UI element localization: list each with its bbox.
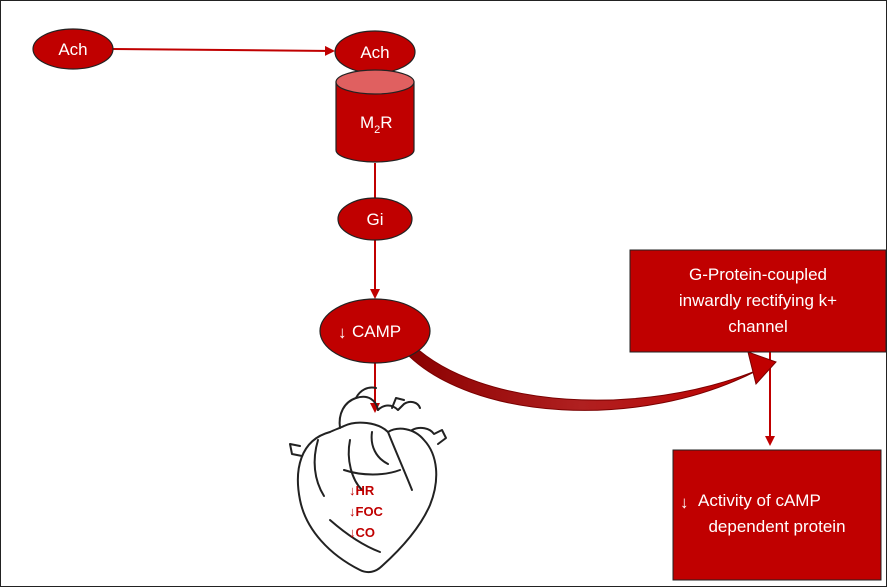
curved-arrow-head — [747, 351, 777, 386]
activity-label-line1: Activity of cAMP — [698, 491, 821, 510]
girk-label-line3: channel — [728, 317, 788, 336]
receptor-label: M2R — [360, 113, 393, 136]
camp-down-arrow: ↓ — [338, 323, 347, 342]
activity-label-line2: dependent protein — [708, 517, 845, 536]
girk-label-line2: inwardly rectifying k+ — [679, 291, 837, 310]
ach-source-node: Ach — [32, 28, 114, 70]
m2-receptor-cylinder: M2R — [335, 69, 415, 163]
gi-label: Gi — [367, 210, 384, 229]
girk-label-line1: G-Protein-coupled — [689, 265, 827, 284]
heart-illustration — [289, 386, 447, 574]
gi-node: Gi — [337, 197, 413, 241]
ach-source-label: Ach — [58, 40, 87, 59]
heart-effect-hr: ↓HR — [349, 483, 375, 498]
ach-bound-node: Ach — [334, 30, 416, 74]
heart-effect-co: ↓CO — [349, 525, 375, 540]
heart-effect-foc: ↓FOC — [349, 504, 384, 519]
girk-channel-box: G-Protein-coupled inwardly rectifying k+… — [629, 249, 887, 353]
activity-down-arrow: ↓ — [680, 493, 689, 512]
ach-bound-label: Ach — [360, 43, 389, 62]
camp-label: CAMP — [352, 322, 401, 341]
heart-effects: ↓HR ↓FOC ↓CO — [349, 483, 384, 540]
curved-arrow-camp-to-channel — [404, 344, 759, 411]
activity-box: ↓ Activity of cAMP dependent protein — [672, 449, 882, 581]
arrow-ach-to-receptor — [112, 45, 335, 56]
camp-node: ↓ CAMP — [319, 298, 431, 364]
